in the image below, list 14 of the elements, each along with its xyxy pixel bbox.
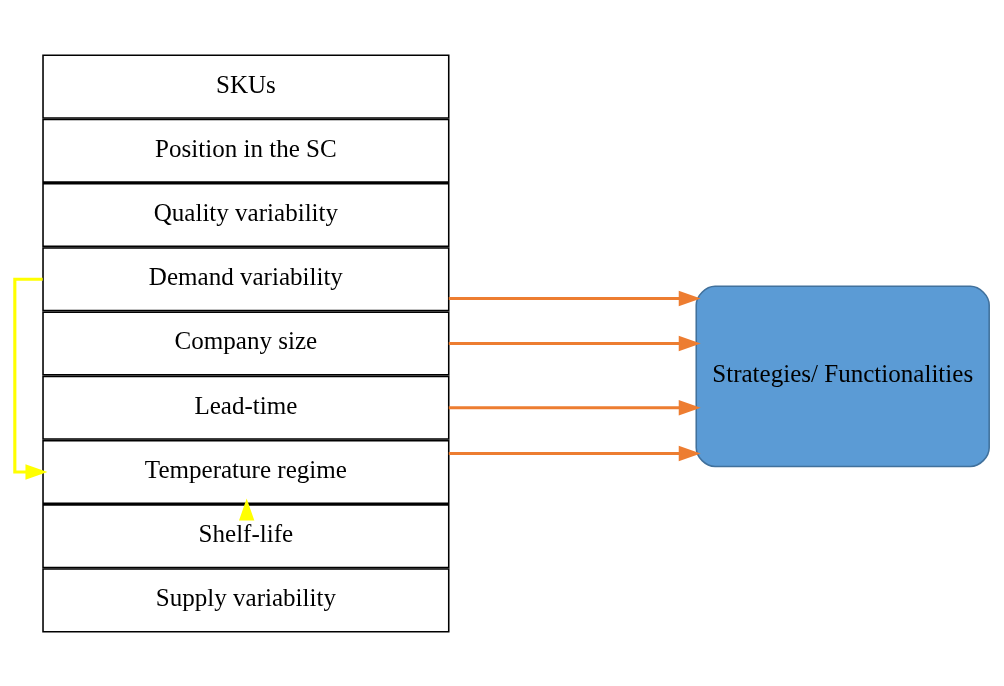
node-box: Quality variability (42, 182, 450, 247)
node-box: Lead-time (42, 375, 450, 440)
arrow (238, 498, 255, 520)
arrow (448, 445, 701, 461)
node-box: Supply variability (42, 567, 450, 632)
node-box: Demand variability (42, 246, 450, 311)
arrow (13, 277, 48, 480)
node-box: Position in the SC (42, 118, 450, 183)
node-box: Company size (42, 310, 450, 376)
arrow (448, 290, 701, 306)
node-box: Strategies/ Functionalities (695, 285, 990, 467)
node-box: SKUs (42, 54, 450, 119)
arrow (448, 335, 701, 351)
arrow (448, 399, 701, 415)
